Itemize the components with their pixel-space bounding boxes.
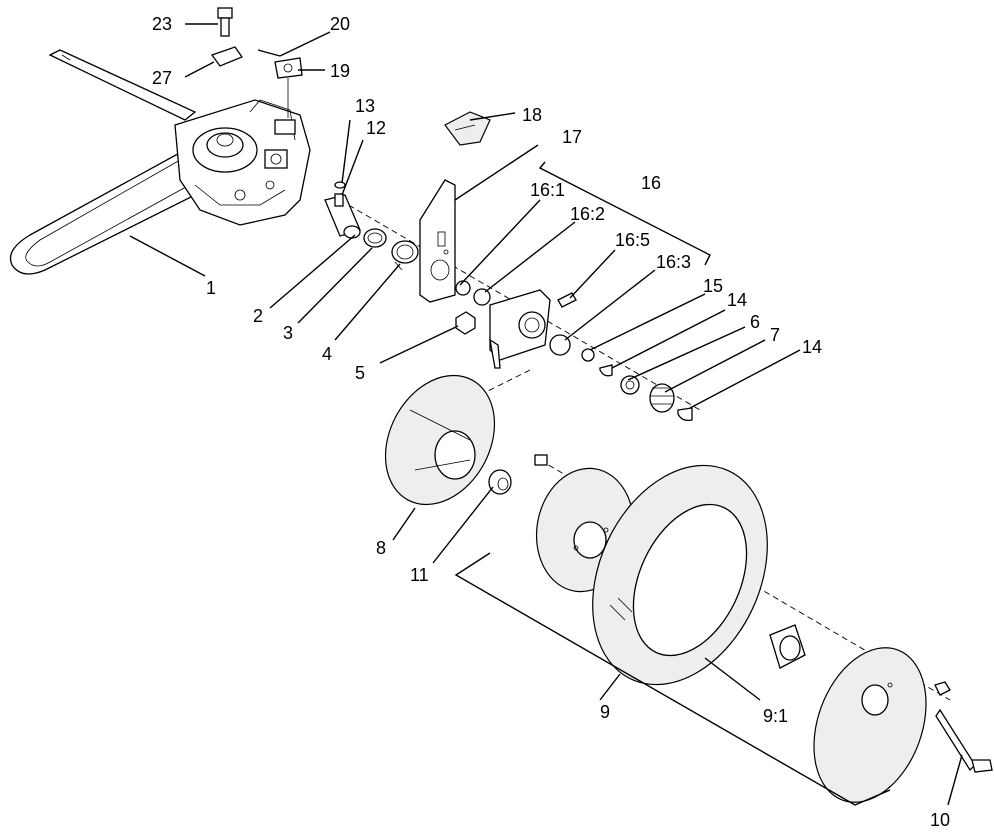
assembly-bracket-16 <box>538 161 711 266</box>
washer-6 <box>620 375 640 395</box>
bolt-23 <box>217 7 233 37</box>
clip-14b <box>677 407 693 422</box>
callout-16: 16 <box>641 173 661 193</box>
pin-13 <box>334 181 346 189</box>
bushing-11 <box>488 469 512 495</box>
callout-23: 23 <box>152 14 172 34</box>
callout-9-1: 9:1 <box>763 706 788 726</box>
callout-19: 19 <box>330 61 350 81</box>
drive-shaft <box>48 49 197 121</box>
callout-27: 27 <box>152 68 172 88</box>
hub-cover-8 <box>384 374 496 506</box>
bolt-small <box>534 454 548 466</box>
callout-1: 1 <box>206 278 216 298</box>
callout-8: 8 <box>376 538 386 558</box>
callout-18: 18 <box>522 105 542 125</box>
lever-19 <box>274 57 303 118</box>
adjuster-bracket-16 <box>489 289 551 369</box>
callout-11: 11 <box>410 565 429 585</box>
nut-right <box>934 681 951 696</box>
callout-3: 3 <box>283 323 293 343</box>
outer-hub-cap <box>813 647 927 803</box>
spring-12 <box>334 193 344 207</box>
callout-14a: 14 <box>727 290 747 310</box>
callout-6: 6 <box>750 312 760 332</box>
nut-5 <box>455 311 476 335</box>
callout-2: 2 <box>253 306 263 326</box>
callout-13: 13 <box>355 96 375 116</box>
tire-9-1 <box>592 464 768 686</box>
callout-20: 20 <box>330 14 350 34</box>
bearing-16-1 <box>455 280 471 296</box>
callout-16-5: 16:5 <box>615 230 650 250</box>
callout-15: 15 <box>703 276 723 296</box>
spacer-16-2 <box>473 288 491 306</box>
callout-7: 7 <box>770 325 780 345</box>
callout-4: 4 <box>322 344 332 364</box>
leader-lines <box>129 23 963 806</box>
pin-20 <box>257 49 281 57</box>
bracket-plate-17 <box>419 179 456 303</box>
clip-14a <box>599 364 613 377</box>
assembly-bracket-9 <box>454 552 891 806</box>
washer-3 <box>363 228 387 248</box>
bushing-4 <box>391 240 419 271</box>
callout-12: 12 <box>366 118 386 138</box>
callout-17: 17 <box>562 127 582 147</box>
callout-16-1: 16:1 <box>530 180 565 200</box>
callout-labels: 1 2 3 4 5 6 7 8 9 9:1 10 11 12 13 14 14 … <box>152 14 950 830</box>
callout-16-2: 16:2 <box>570 204 605 224</box>
callout-10: 10 <box>930 810 950 830</box>
callout-9: 9 <box>600 702 610 722</box>
callout-5: 5 <box>355 363 365 383</box>
bolt-10 <box>935 708 993 773</box>
callout-14b: 14 <box>802 337 822 357</box>
callout-16-3: 16:3 <box>656 252 691 272</box>
pad-18 <box>444 111 491 146</box>
transmission-housing <box>174 99 311 226</box>
washer-15 <box>581 348 595 362</box>
gear-7 <box>649 383 675 413</box>
wheel-bearing <box>769 624 806 669</box>
belt-part-1 <box>9 149 206 275</box>
bracket-27 <box>210 46 243 67</box>
